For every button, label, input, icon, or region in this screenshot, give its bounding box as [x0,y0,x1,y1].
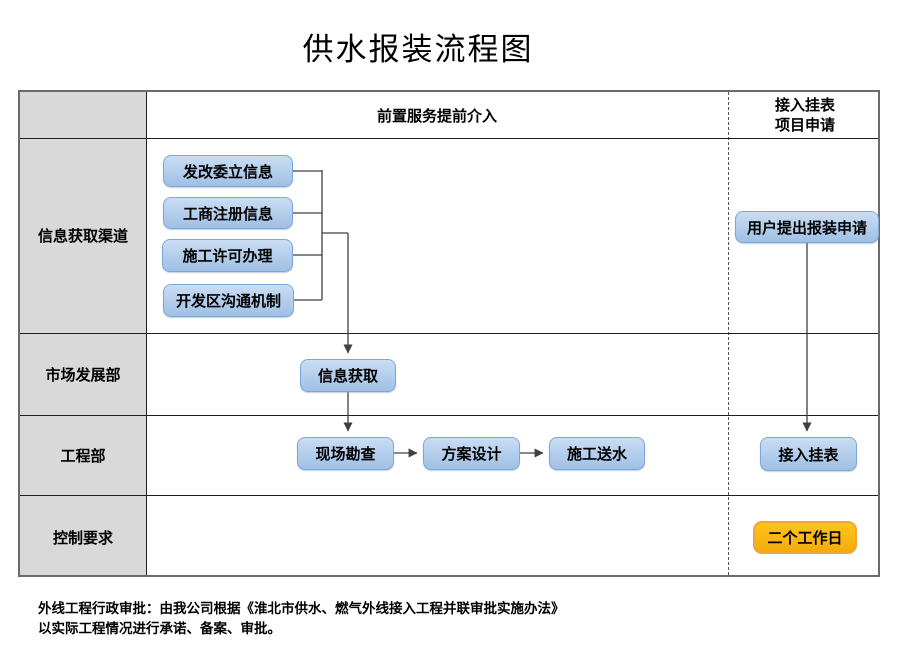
node-site-survey: 现场勘查 [297,437,394,470]
row-divider [20,495,878,496]
duration-badge: 二个工作日 [753,521,857,554]
footer-note: 外线工程行政审批：由我公司根据《淮北市供水、燃气外线接入工程并联审批实施办法》 … [38,599,565,639]
node-ndrc-info: 发改委立信息 [163,155,293,187]
process-table: 前置服务提前介入 接入挂表 项目申请 信息获取渠道 市场发展部 工程部 控制要求 [18,90,880,577]
header-pre-service: 前置服务提前介入 [376,106,497,125]
page-title: 供水报装流程图 [302,32,534,68]
node-construction-water: 施工送水 [549,437,645,470]
footer-note-line1: 外线工程行政审批：由我公司根据《淮北市供水、燃气外线接入工程并联审批实施办法》 [38,601,565,617]
lane-label-market-dev-dept: 市场发展部 [45,365,121,384]
node-construction-permit: 施工许可办理 [162,239,293,272]
node-user-application: 用户提出报装申请 [735,211,879,243]
row-divider [20,333,878,334]
lane-label-control-requirements: 控制要求 [52,528,113,547]
row-divider [20,138,878,139]
node-info-acquisition: 信息获取 [300,359,396,392]
row-divider [20,415,878,416]
header-meter-line1: 接入挂表 [774,96,835,114]
lane-label-engineering-dept: 工程部 [60,446,106,465]
node-meter-connection: 接入挂表 [760,437,857,471]
node-devzone-communication: 开发区沟通机制 [163,284,294,317]
node-business-registration: 工商注册信息 [163,197,293,229]
footer-note-line2: 以实际工程情况进行承诺、备案、审批。 [38,621,281,637]
header-meter-line2: 项目申请 [774,116,835,134]
header-meter-application: 接入挂表 项目申请 [728,92,882,138]
node-plan-design: 方案设计 [423,437,520,470]
lane-label-info-channels: 信息获取渠道 [37,227,128,245]
